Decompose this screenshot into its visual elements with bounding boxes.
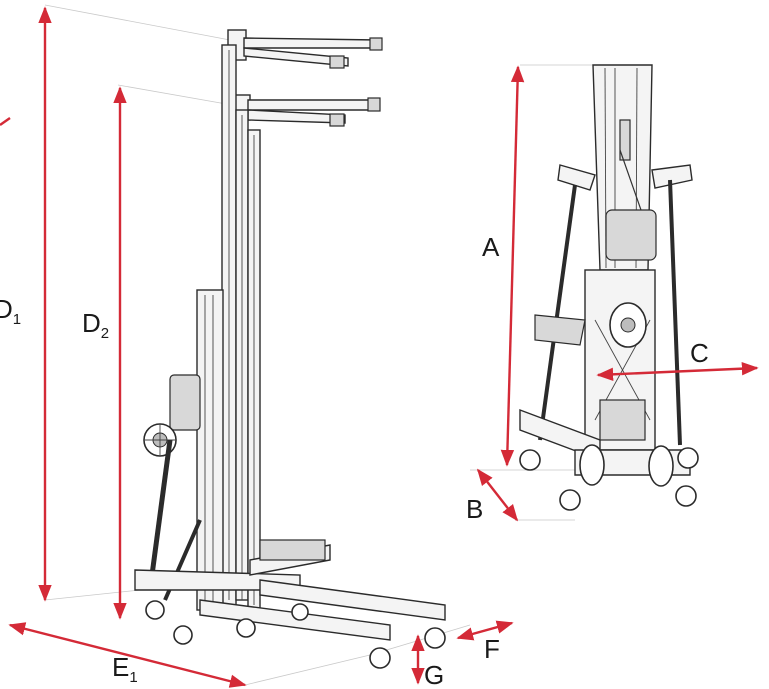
- label-c: C: [690, 338, 709, 368]
- dimension-a-line: [500, 65, 525, 467]
- lift-side-view: [44, 4, 471, 686]
- lower-fork: [231, 94, 381, 127]
- dimension-labels: D1 D2 E1 A B C F G: [0, 232, 709, 689]
- lift-front-view: [470, 64, 699, 521]
- mast: [196, 44, 261, 611]
- label-b: B: [466, 494, 483, 524]
- label-d2: D2: [82, 308, 109, 342]
- label-a: A: [482, 232, 500, 262]
- dimension-f-line: [456, 620, 514, 641]
- label-g: G: [424, 660, 444, 689]
- upper-fork: [227, 29, 383, 69]
- dimension-e1-line: [8, 622, 247, 688]
- dimension-lines: [0, 6, 759, 688]
- dimension-c-line: [596, 361, 759, 382]
- base-legs: [134, 539, 446, 641]
- label-e1: E1: [112, 652, 138, 686]
- label-f: F: [484, 634, 500, 664]
- winch: [143, 374, 201, 457]
- dimension-b-line: [476, 468, 519, 522]
- label-d1: D1: [0, 294, 21, 328]
